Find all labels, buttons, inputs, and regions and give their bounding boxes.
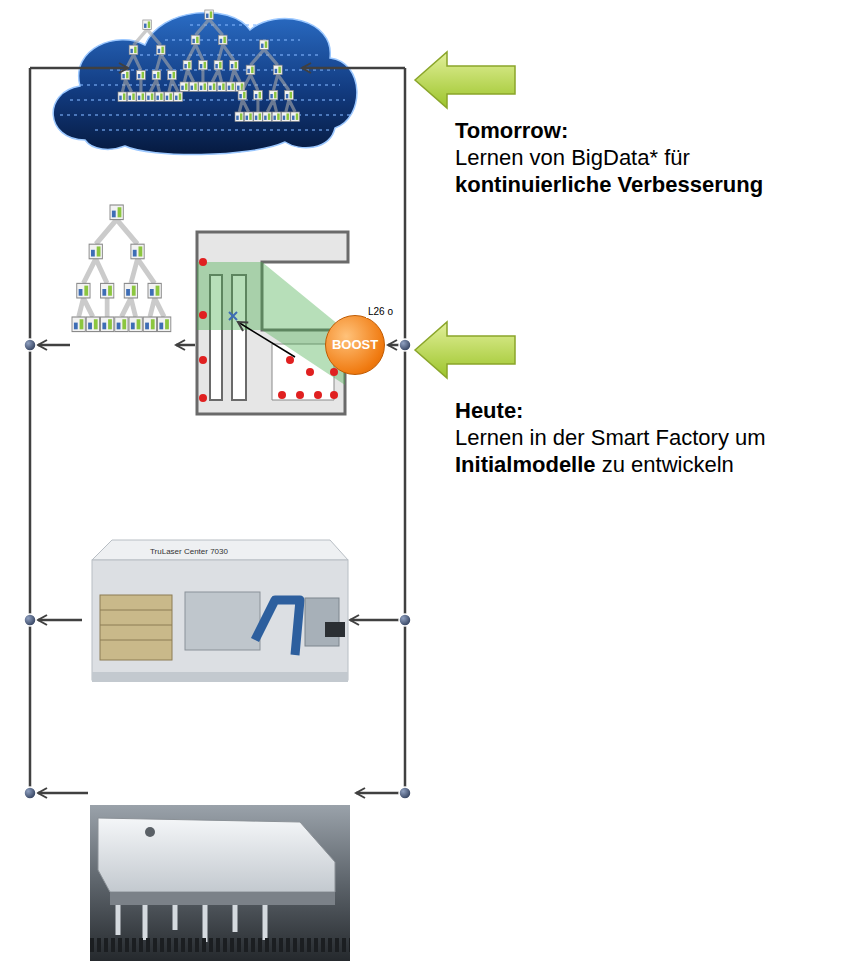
drawing-part: [92, 540, 348, 560]
drawing-part: [29, 68, 32, 793]
drawing-part: [197, 232, 348, 414]
emphasis-text: kontinuierliche Verbesserung: [455, 172, 763, 197]
decision-tree: [72, 205, 171, 332]
factory-layout: [197, 232, 348, 414]
drawing-part: [350, 619, 405, 622]
drawing-part: [60, 114, 350, 116]
drawing-part: [190, 24, 260, 26]
drawing-part: [314, 391, 322, 399]
drawing-part: [286, 356, 294, 364]
bigdata-cloud: [53, 10, 357, 155]
drawing-part: [356, 792, 405, 795]
drawing-part: [197, 262, 345, 385]
drawing-part: [330, 391, 338, 399]
drawing-part: [278, 391, 286, 399]
drawing-part: [399, 614, 411, 626]
drawing-part: [38, 619, 82, 622]
model-code: L26 o: [366, 306, 395, 318]
drawing-part: [404, 68, 407, 793]
description-text: Lernen von BigData* für: [455, 145, 690, 170]
badge-text: BOOST: [332, 338, 378, 352]
drawing-part: [90, 938, 350, 952]
emphasis-text: Initialmodelle: [455, 452, 596, 477]
drawing-part: [296, 391, 304, 399]
drawing-part: [92, 560, 348, 680]
drawing-part: [100, 595, 172, 660]
drawing-part: [176, 344, 195, 347]
drawing-part: [199, 258, 207, 266]
drawing-part: [24, 339, 36, 351]
drawing-part: [38, 344, 70, 347]
drawing-part: [229, 312, 237, 320]
drawing-part: [199, 311, 207, 319]
drawing-part: [98, 818, 335, 892]
feedback-lines: [30, 68, 405, 793]
time-heading: Heute:: [455, 398, 523, 423]
drawing-part: [325, 622, 345, 637]
drawing-part: [38, 792, 88, 795]
drawing-part: [145, 827, 155, 837]
drawing-part: [118, 20, 182, 101]
drawing-part: [199, 356, 207, 364]
drawing-part: [255, 600, 300, 655]
drawing-part: [399, 787, 411, 799]
drawing-part: [70, 99, 345, 101]
laser-machine: [92, 540, 348, 682]
drawing-part: [302, 67, 405, 70]
time-heading: Tomorrow:: [455, 118, 568, 143]
drawing-part: [90, 805, 350, 961]
drawing-part: [92, 672, 348, 682]
drawing-part: [165, 39, 300, 41]
drawing-part: [415, 322, 515, 378]
drawing-part: [24, 614, 36, 626]
drawing-part: [199, 394, 207, 402]
drawing-part: [24, 787, 36, 799]
description-text: zu entwickeln: [602, 452, 734, 477]
machine-closeup: [90, 805, 350, 961]
drawing-part: [60, 25, 350, 130]
drawing-part: [185, 592, 260, 650]
drawing-part: [180, 10, 244, 91]
drawing-part: [415, 52, 515, 108]
drawing-part: [235, 40, 299, 121]
drawing-part: [30, 67, 128, 70]
machine-name: TruLaser Center 7030: [150, 547, 228, 556]
drawing-part: [238, 322, 295, 357]
drawing-part: [399, 339, 411, 351]
drawing-part: [118, 905, 265, 942]
boost-badge: BOOST: [325, 315, 385, 375]
drawing-part: [100, 610, 172, 640]
green-arrow: [415, 52, 515, 378]
drawing-part: [199, 258, 338, 402]
description-text: Lernen in der Smart Factory um: [455, 425, 766, 450]
drawing-part: [95, 129, 330, 131]
drawing-part: [110, 892, 335, 905]
drawing-part: [306, 368, 314, 376]
